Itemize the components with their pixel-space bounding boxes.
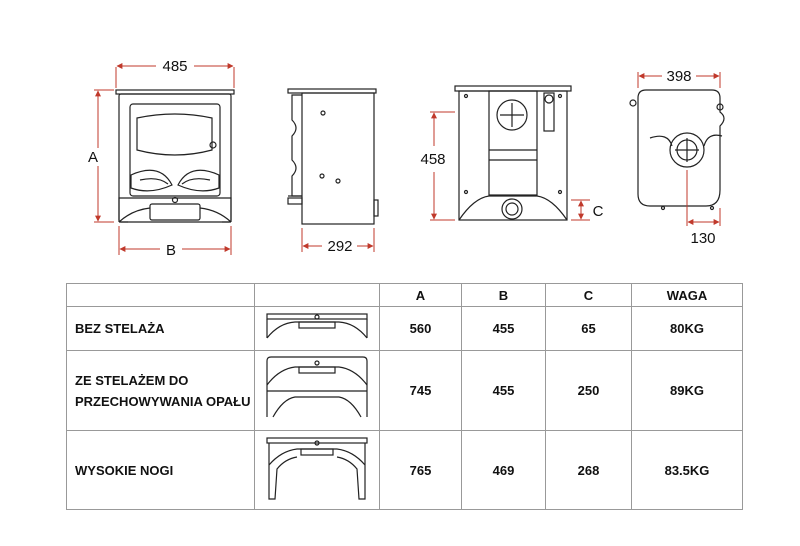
row-label: ZE STELAŻEM DO PRZECHOWYWANIA OPAŁU bbox=[66, 350, 255, 431]
cell-b: 455 bbox=[461, 306, 546, 351]
front-dimensions bbox=[94, 63, 235, 255]
front-width-label: 485 bbox=[162, 58, 187, 75]
table-row: WYSOKIE NOGI 765 469 268 83.5KG bbox=[66, 430, 743, 510]
back-height-label: 458 bbox=[420, 151, 445, 168]
header-a: A bbox=[379, 283, 462, 307]
front-height-label: A bbox=[88, 149, 98, 166]
top-flue-offset-label: 130 bbox=[690, 230, 715, 247]
header-label bbox=[66, 283, 255, 307]
spec-table: A B C WAGA BEZ STELAŻA 560 455 65 80KG Z… bbox=[66, 283, 743, 510]
cell-waga: 80KG bbox=[631, 306, 743, 351]
cell-c: 65 bbox=[545, 306, 632, 351]
top-view-drawing bbox=[629, 89, 725, 211]
back-outlet-label: C bbox=[593, 203, 604, 220]
tall-legs-thumbnail bbox=[266, 436, 368, 500]
back-dimensions bbox=[430, 111, 590, 221]
header-c: C bbox=[545, 283, 632, 307]
top-width-label: 398 bbox=[666, 68, 691, 85]
cell-c: 250 bbox=[545, 350, 632, 431]
side-dimensions bbox=[301, 228, 375, 252]
front-base-label: B bbox=[166, 242, 176, 259]
log-store-stand-thumbnail bbox=[266, 356, 368, 418]
side-view-drawing bbox=[287, 88, 379, 225]
cell-a: 560 bbox=[379, 306, 462, 351]
technical-drawings: 485 A B 292 bbox=[88, 58, 725, 259]
cell-waga: 89KG bbox=[631, 350, 743, 431]
front-view-drawing bbox=[115, 89, 235, 223]
top-dimensions bbox=[637, 72, 721, 226]
back-view-drawing bbox=[454, 85, 572, 221]
row-label: WYSOKIE NOGI bbox=[66, 430, 255, 510]
base-no-stand-thumbnail bbox=[266, 313, 368, 339]
cell-a: 745 bbox=[379, 350, 462, 431]
row-label: BEZ STELAŻA bbox=[66, 306, 255, 351]
header-b: B bbox=[461, 283, 546, 307]
header-thumb bbox=[254, 283, 380, 307]
cell-waga: 83.5KG bbox=[631, 430, 743, 510]
cell-b: 469 bbox=[461, 430, 546, 510]
header-waga: WAGA bbox=[631, 283, 743, 307]
side-depth-label: 292 bbox=[327, 238, 352, 255]
cell-b: 455 bbox=[461, 350, 546, 431]
cell-a: 765 bbox=[379, 430, 462, 510]
table-row: ZE STELAŻEM DO PRZECHOWYWANIA OPAŁU 745 … bbox=[66, 350, 743, 431]
cell-c: 268 bbox=[545, 430, 632, 510]
table-header-row: A B C WAGA bbox=[66, 283, 743, 307]
table-row: BEZ STELAŻA 560 455 65 80KG bbox=[66, 306, 743, 351]
